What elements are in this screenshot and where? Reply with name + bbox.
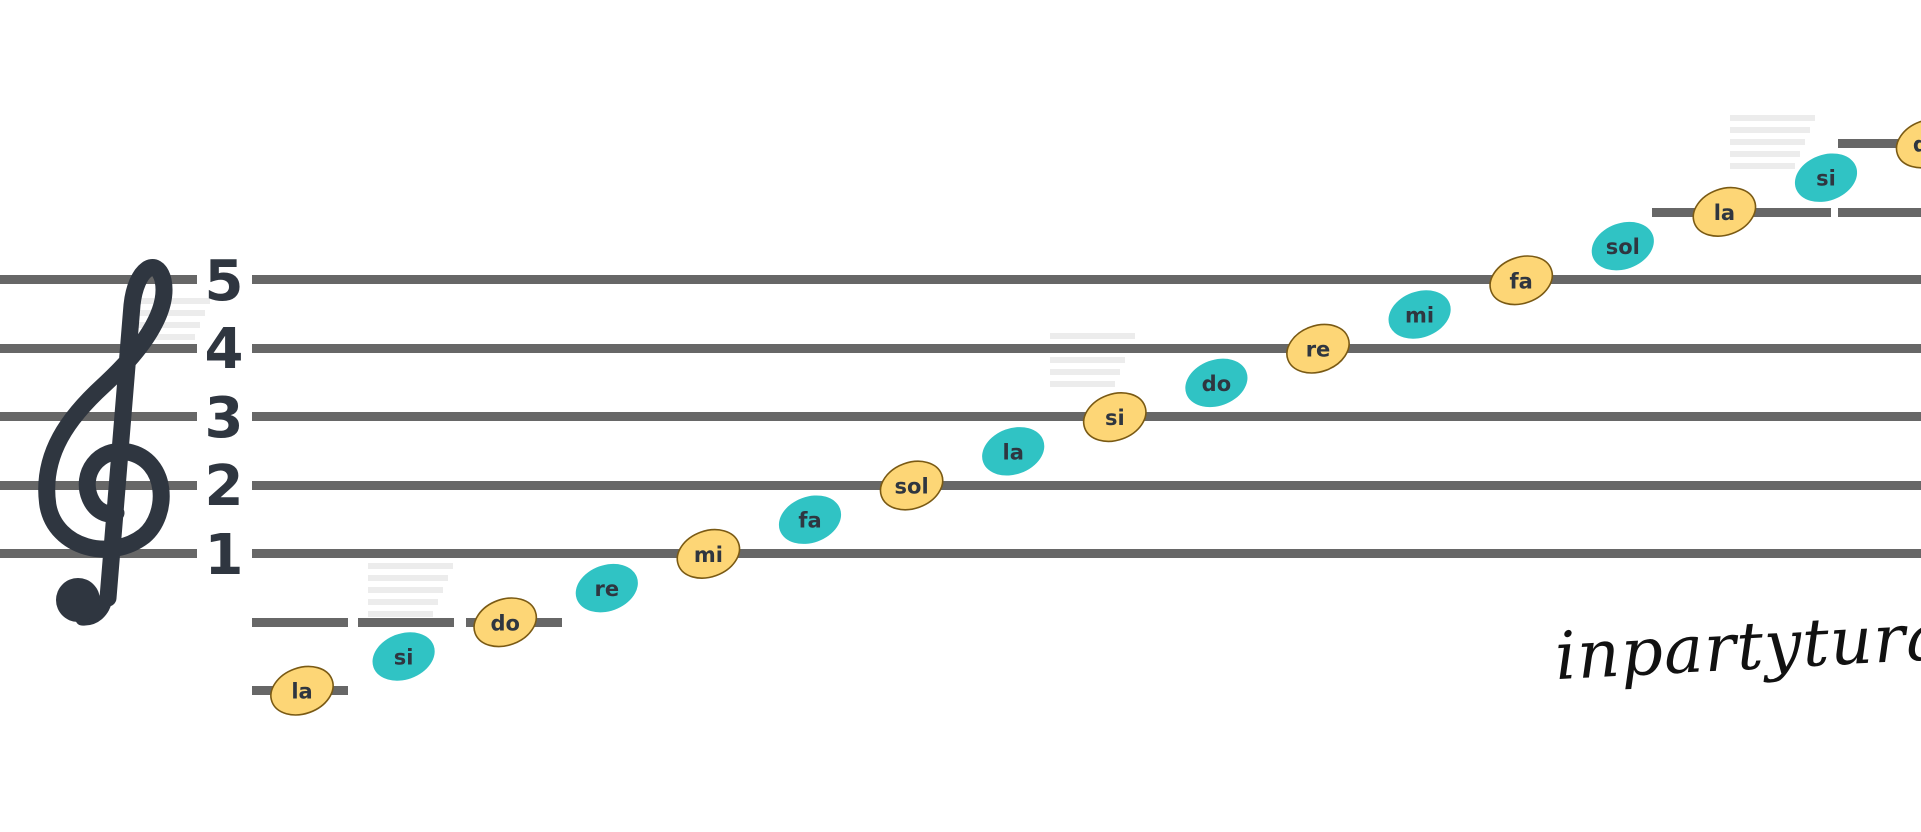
note-re-3: re [575,563,638,613]
note-label: la [1714,201,1735,225]
brand-wordmark: inpartytura [1553,598,1921,695]
note-label: do [1913,133,1921,157]
ledger-line-above-1 [1838,208,1921,217]
note-label: fa [1510,269,1533,293]
note-head [1895,118,1921,169]
staff-line-number-5: 5 [205,249,244,314]
note-head [575,563,638,613]
note-label: mi [1405,304,1434,328]
note-head [1794,153,1858,202]
note-label: fa [798,509,821,533]
note-label: re [594,577,619,601]
note-sol-13: sol [1591,221,1654,271]
note-la-7: la [982,427,1045,476]
note-label: mi [694,543,723,567]
treble-clef-icon [38,259,173,626]
staff-line-5 [252,275,1921,284]
note-label: do [1202,372,1231,396]
watermark-mark [1050,333,1135,387]
note-do-2: do [473,597,538,648]
staff-line-2 [252,481,1921,490]
staff-line-5-left [0,275,197,284]
ledger-line-above-1 [1745,208,1831,217]
staff-line-number-2: 2 [205,454,244,519]
note-label: la [291,680,312,704]
note-head [1185,358,1248,408]
note-mi-11: mi [1388,290,1451,339]
note-head [1489,255,1554,306]
note-label: si [394,646,414,670]
note-label: sol [895,475,929,499]
note-si-15: si [1794,153,1858,202]
note-si-8: si [1082,392,1147,443]
note-la-14: la [1692,186,1757,237]
note-head [982,427,1045,476]
staff-line-4-left [0,344,197,353]
staff-line-numbers: 1 2 3 4 5 [205,249,244,588]
watermark-mark [368,563,453,617]
note-head [1591,221,1654,271]
notes: la si do re mi fa sol la si do re mi fa sol la si do [270,118,1921,716]
note-label: do [490,611,519,635]
note-head [1692,186,1757,237]
note-label: sol [1606,235,1640,259]
watermark-marks [125,115,1815,617]
note-head [676,528,741,579]
note-fa-12: fa [1489,255,1554,306]
note-do-9: do [1185,358,1248,408]
note-head [778,495,842,544]
note-sol-6: sol [879,460,944,511]
staff-lines [0,275,1921,558]
note-head [473,597,538,648]
staff-line-number-3: 3 [205,386,244,451]
note-head [1286,323,1350,374]
staff-line-number-4: 4 [205,317,244,382]
staff-line-4 [252,344,1921,353]
ledger-line-above-2 [1838,139,1921,148]
note-head [270,665,334,716]
note-re-10: re [1286,323,1350,374]
staff-line-2-left [0,481,197,490]
note-label: la [1003,440,1024,464]
watermark-mark [1730,115,1815,169]
note-head [879,460,944,511]
staff-line-number-1: 1 [205,523,244,588]
note-si-1: si [372,632,435,681]
staff-line-1 [252,549,1921,558]
staff-line-3-left [0,412,197,421]
note-label: si [1105,406,1125,430]
note-la-0: la [270,665,334,716]
note-do-16: do [1895,118,1921,169]
note-head [372,632,435,681]
note-head [1082,392,1147,443]
ledger-line-below-1 [252,618,348,627]
note-label: re [1306,338,1331,362]
note-mi-4: mi [676,528,741,579]
note-label: si [1816,167,1836,191]
note-fa-5: fa [778,495,842,544]
note-head [1388,290,1451,339]
ledger-line-below-1 [358,618,454,627]
